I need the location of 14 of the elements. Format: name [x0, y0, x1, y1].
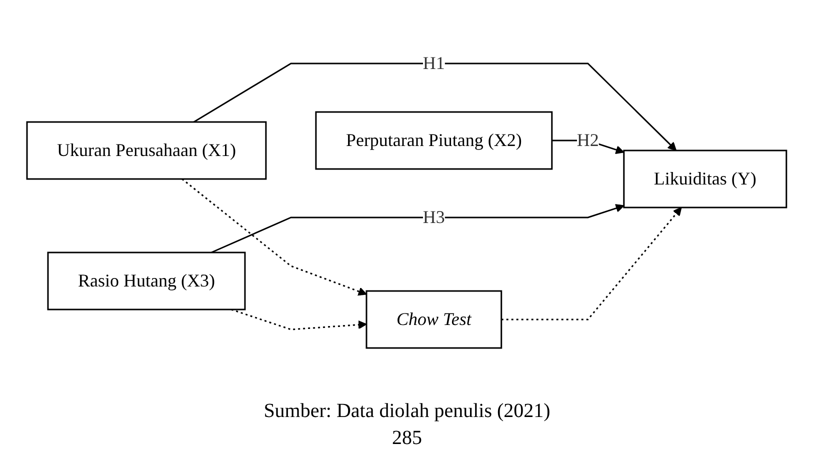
node-box: Rasio Hutang (X3)	[48, 252, 246, 310]
edge-label: H1	[423, 53, 446, 73]
arrow	[182, 178, 368, 296]
node-box: Perputaran Piutang (X2)	[315, 111, 553, 170]
arrow	[502, 207, 682, 320]
edge-label: H3	[423, 207, 446, 227]
arrow	[211, 204, 625, 254]
node-box: Chow Test	[366, 290, 502, 349]
caption: Sumber: Data diolah penulis (2021)	[264, 400, 550, 423]
arrow	[194, 62, 677, 151]
node-box: Ukuran Perusahaan (X1)	[26, 121, 267, 180]
node-box: Likuiditas (Y)	[623, 150, 788, 208]
page-number: 285	[392, 427, 422, 449]
edge-label: H2	[577, 130, 600, 150]
